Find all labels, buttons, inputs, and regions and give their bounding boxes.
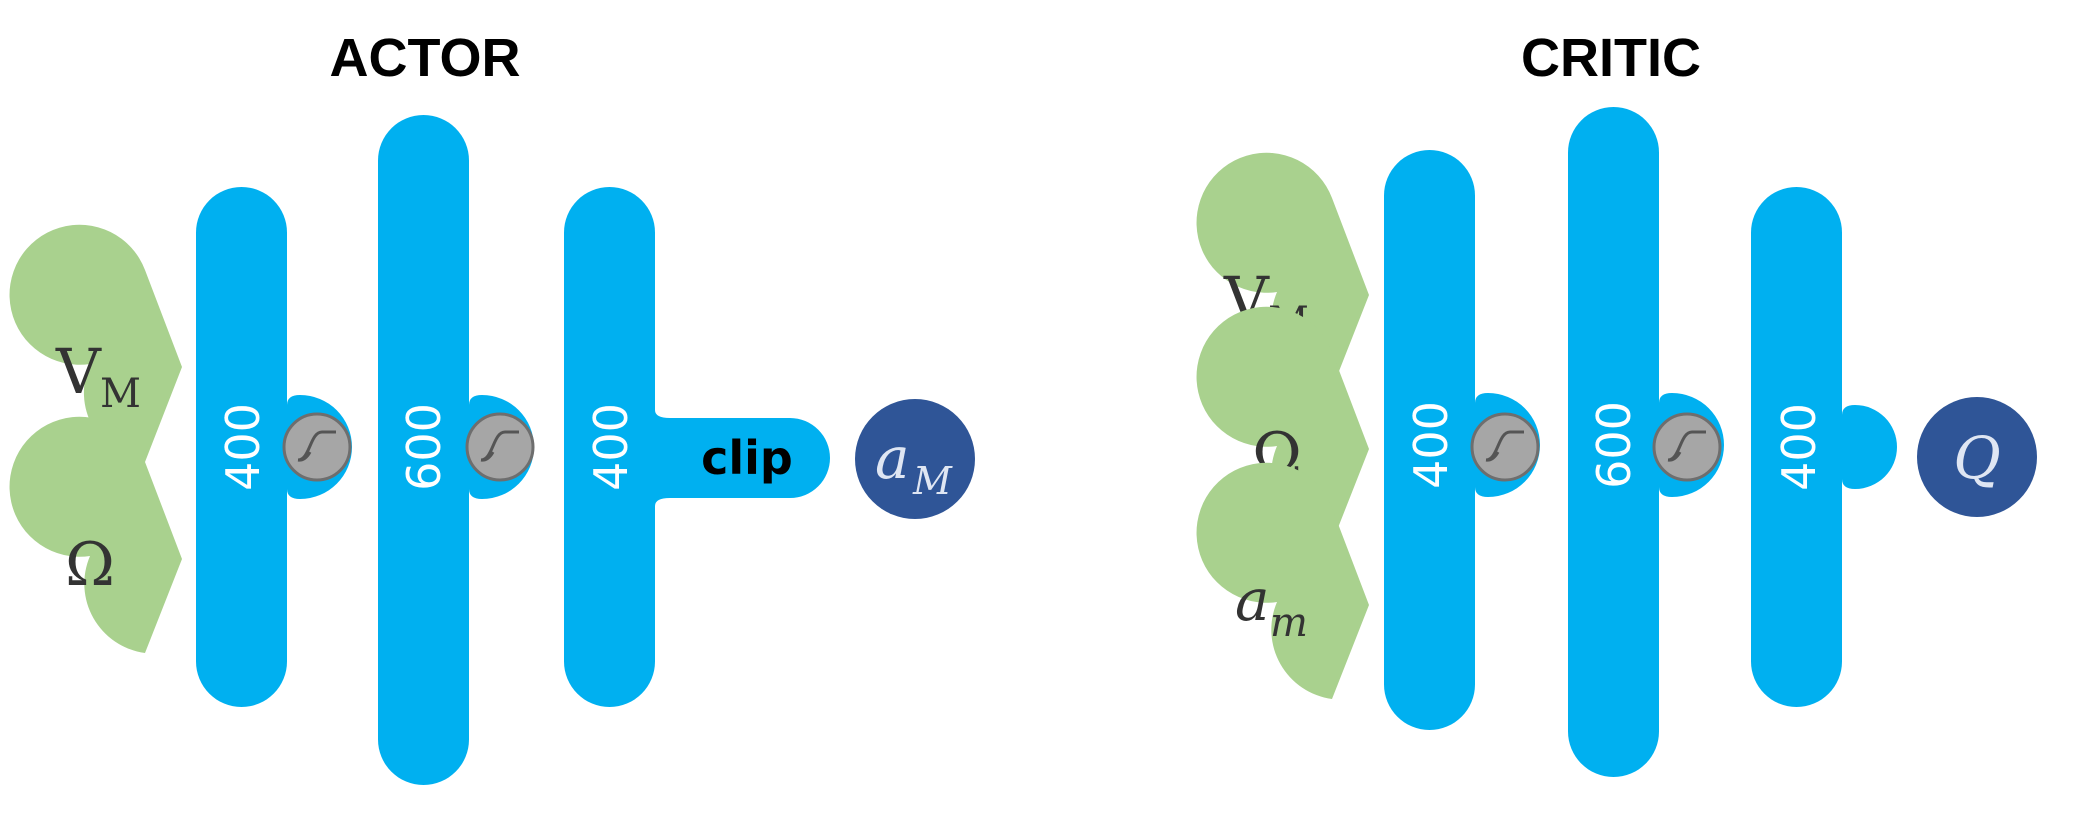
critic-output-symbol: Q — [1953, 424, 2001, 492]
sigmoid-icon — [1470, 412, 1540, 482]
sigmoid-icon — [282, 412, 352, 482]
sigmoid-icon — [1652, 412, 1722, 482]
actor-layer-1-label: 400 — [216, 403, 270, 491]
actor-title: ACTOR — [329, 28, 520, 88]
critic-input-omega-drop — [1196, 306, 1369, 543]
critic-title: CRITIC — [1521, 28, 1701, 88]
critic-output-circle — [1917, 397, 2037, 517]
critic-input-vm-drop — [1196, 152, 1369, 389]
critic-layer-3-bump — [1842, 405, 1897, 489]
actor-input-omega-drop — [9, 416, 182, 653]
actor-layer-3 — [564, 187, 655, 707]
critic-input-am-drop — [1196, 462, 1369, 699]
critic-input-am: a m — [1196, 462, 1369, 699]
critic-layer-3 — [1751, 187, 1842, 707]
critic-input-am-subscript: m — [1270, 600, 1308, 646]
actor-output-subscript: M — [912, 459, 953, 503]
actor-output-circle — [855, 399, 975, 519]
actor-input-omega: Ω — [9, 416, 182, 653]
actor-layer-3-label: 400 — [584, 403, 638, 491]
sigmoid-icon — [465, 412, 535, 482]
actor-input-vm-symbol: V — [55, 335, 102, 408]
critic-layer-3-label: 400 — [1772, 403, 1826, 491]
actor-input-vm-subscript: M — [100, 371, 141, 417]
critic-input-am-symbol: a — [1235, 566, 1270, 634]
actor-network: ACTOR V M Ω 400 600 400 clip — [9, 28, 975, 785]
critic-layer-1-label: 400 — [1404, 401, 1458, 489]
critic-layer-2-label: 600 — [1587, 401, 1641, 489]
actor-input-omega-symbol: Ω — [65, 530, 115, 600]
critic-layer-1 — [1384, 150, 1475, 730]
actor-input-vm: V M — [9, 224, 183, 462]
actor-layer-2 — [378, 115, 469, 785]
actor-output-symbol: a — [875, 424, 910, 492]
actor-clip-label: clip — [701, 431, 793, 485]
actor-layer-1 — [196, 187, 287, 707]
actor-input-vm-drop — [9, 224, 183, 462]
critic-network: CRITIC V M Ω a m 400 600 400 — [1196, 28, 2037, 777]
actor-clip-tab — [655, 410, 830, 506]
critic-layer-2 — [1568, 107, 1659, 777]
actor-layer-2-label: 600 — [397, 403, 451, 491]
